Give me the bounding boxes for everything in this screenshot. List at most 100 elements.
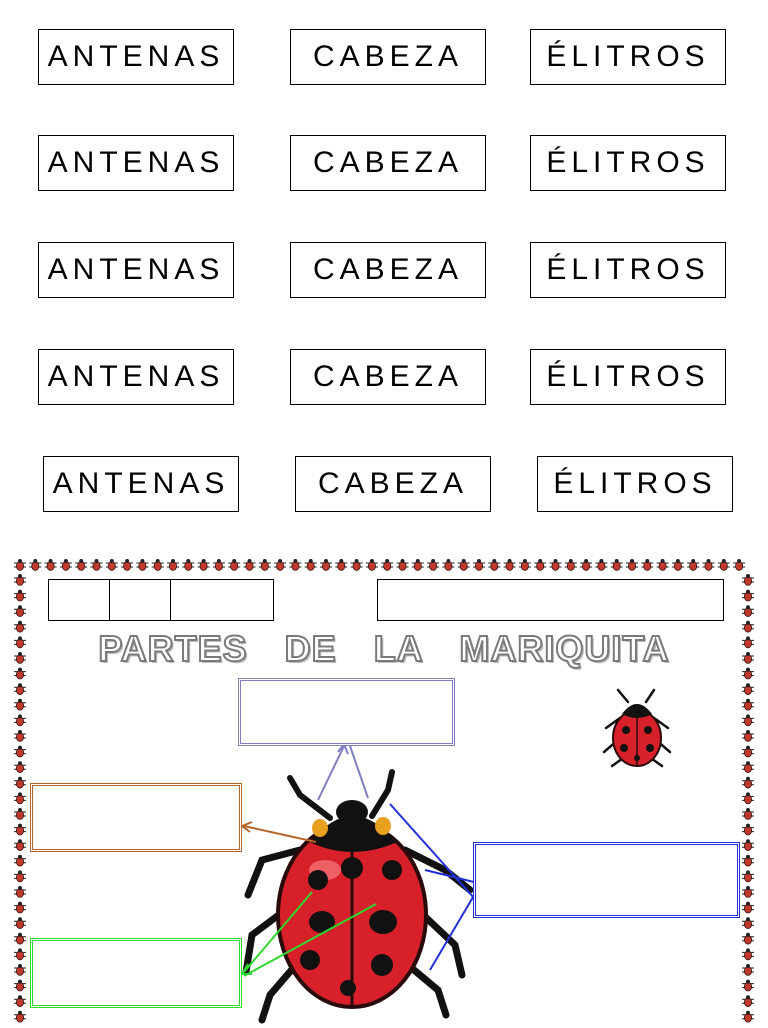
label-elitros-4[interactable]: ÉLITROS xyxy=(530,349,726,405)
ladybug-border-icon xyxy=(14,1010,26,1023)
ladybug-border-icon xyxy=(742,917,754,930)
label-cabeza-4[interactable]: CABEZA xyxy=(290,349,486,405)
ladybug-border-icon xyxy=(742,964,754,976)
ladybug-border-icon xyxy=(14,823,26,836)
ladybug-border-icon xyxy=(14,683,26,695)
ladybug-border-icon xyxy=(733,559,746,571)
ladybug-border-icon xyxy=(457,559,470,571)
ladybug-border-icon xyxy=(182,559,195,571)
ladybug-border xyxy=(14,559,754,1023)
ladybug-border-icon xyxy=(14,917,26,930)
ladybug-border-icon xyxy=(442,559,455,571)
ladybug-border-icon xyxy=(742,745,754,758)
ladybug-border-icon xyxy=(742,683,754,695)
ladybug-border-icon xyxy=(549,559,562,571)
label-cabeza-1[interactable]: CABEZA xyxy=(290,29,486,85)
ladybug-border-icon xyxy=(595,559,608,571)
ladybug-border-icon xyxy=(503,559,516,571)
ladybug-border-icon xyxy=(702,559,715,571)
ladybug-border-icon xyxy=(742,761,754,774)
ladybug-border-icon xyxy=(14,995,26,1008)
ladybug-border-icon xyxy=(742,886,754,898)
ladybug-border-icon xyxy=(14,839,26,852)
ladybug-border-icon xyxy=(14,761,26,774)
ladybug-border-icon xyxy=(14,620,26,633)
ladybug-border-icon xyxy=(580,559,593,571)
name-field[interactable] xyxy=(377,579,724,621)
ladybug-border-icon xyxy=(14,714,26,727)
ladybug-border-icon xyxy=(304,559,317,571)
ladybug-border-icon xyxy=(59,559,72,571)
ladybug-border-icon xyxy=(626,559,638,571)
label-elitros-2[interactable]: ÉLITROS xyxy=(530,135,726,191)
label-antenas-4[interactable]: ANTENAS xyxy=(38,349,234,405)
ladybug-border-icon xyxy=(212,559,225,571)
label-antenas-2[interactable]: ANTENAS xyxy=(38,135,234,191)
ladybug-border-icon xyxy=(742,776,754,789)
ladybug-border-icon xyxy=(75,559,88,571)
ladybug-border-icon xyxy=(335,559,348,571)
ladybug-border-icon xyxy=(14,589,26,602)
ladybug-border-icon xyxy=(274,559,287,571)
ladybug-border-icon xyxy=(742,839,754,852)
ladybug-border-icon xyxy=(136,559,149,571)
label-antenas-1[interactable]: ANTENAS xyxy=(38,29,234,85)
label-cabeza-3[interactable]: CABEZA xyxy=(290,242,486,298)
label-elitros-5[interactable]: ÉLITROS xyxy=(537,456,733,512)
ladybug-border-icon xyxy=(742,854,754,867)
ladybug-border-icon xyxy=(717,559,730,571)
ladybug-border-icon xyxy=(14,730,26,742)
ladybug-border-icon xyxy=(228,559,241,571)
ladybug-border-icon xyxy=(14,792,26,805)
ladybug-border-icon xyxy=(90,559,103,571)
ladybug-border-icon xyxy=(350,559,363,571)
ladybug-border-icon xyxy=(411,559,424,571)
label-cabeza-5[interactable]: CABEZA xyxy=(295,456,491,512)
label-antenas-3[interactable]: ANTENAS xyxy=(38,242,234,298)
ladybug-border-icon xyxy=(167,559,179,571)
answer-box-left-brown[interactable] xyxy=(30,783,242,852)
ladybug-border-icon xyxy=(14,574,26,586)
ladybug-border-icon xyxy=(742,823,754,836)
label-cabeza-2[interactable]: CABEZA xyxy=(290,135,486,191)
label-antenas-5[interactable]: ANTENAS xyxy=(43,456,239,512)
ladybug-border-icon xyxy=(427,559,440,571)
answer-box-right-blue[interactable] xyxy=(473,842,740,918)
ladybug-border-icon xyxy=(742,605,754,617)
ladybug-border-icon xyxy=(687,559,700,571)
worksheet xyxy=(12,558,756,1028)
header-cell-2[interactable] xyxy=(110,580,171,620)
ladybug-border-icon xyxy=(14,854,26,867)
ladybug-border-icon xyxy=(742,932,754,945)
ladybug-border-icon xyxy=(396,559,409,571)
label-elitros-1[interactable]: ÉLITROS xyxy=(530,29,726,85)
ladybug-border-icon xyxy=(320,559,332,571)
ladybug-border-icon xyxy=(14,948,26,961)
ladybug-border-icon xyxy=(105,559,118,571)
ladybug-border-icon xyxy=(14,745,26,758)
ladybug-border-icon xyxy=(243,559,256,571)
ladybug-border-icon xyxy=(381,559,394,571)
ladybug-border-icon xyxy=(14,964,26,976)
ladybug-border-icon xyxy=(14,605,26,617)
ladybug-border-icon xyxy=(742,698,754,711)
worksheet-title: PARTES DE LA MARIQUITA xyxy=(97,627,670,670)
ladybug-border-icon xyxy=(14,979,26,992)
ladybug-border-icon xyxy=(742,870,754,883)
header-cell-1[interactable] xyxy=(49,580,110,620)
ladybug-border-icon xyxy=(742,808,754,820)
ladybug-border-icon xyxy=(14,932,26,945)
ladybug-border-icon xyxy=(473,559,485,571)
header-grid[interactable] xyxy=(48,579,274,621)
ladybug-border-icon xyxy=(742,714,754,727)
ladybug-border-icon xyxy=(742,574,754,586)
ladybug-border-icon xyxy=(742,652,754,664)
ladybug-border-icon xyxy=(14,652,26,664)
answer-box-left-green[interactable] xyxy=(30,938,242,1008)
ladybug-border-icon xyxy=(742,620,754,633)
answer-box-top[interactable] xyxy=(238,678,455,746)
header-cell-3[interactable] xyxy=(171,580,273,620)
ladybug-border-icon xyxy=(14,636,26,649)
ladybug-border-icon xyxy=(742,589,754,602)
label-elitros-3[interactable]: ÉLITROS xyxy=(530,242,726,298)
